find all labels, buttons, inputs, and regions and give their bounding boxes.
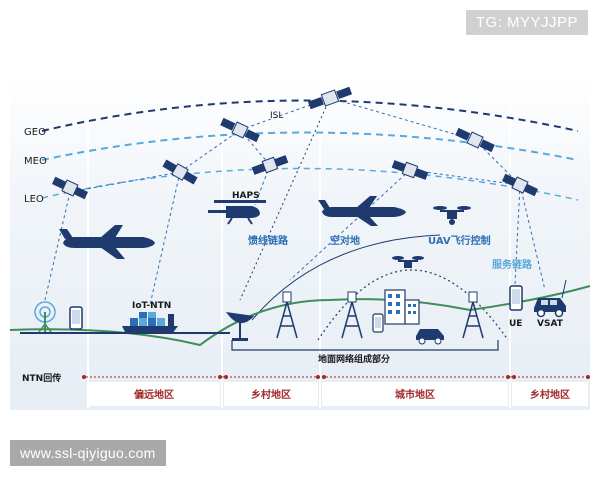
region-label-rural-1: 乡村地区 [251,388,291,401]
air-ground-link [251,234,441,321]
region-bar-markers [82,375,590,379]
airplane-icon [59,225,155,259]
satellite-icon [501,173,539,197]
link-geo-meo2 [329,97,476,141]
satellite-icon [391,160,429,180]
haps-label: HAPS [232,191,260,201]
iot-ntn-label: IoT-NTN [132,301,171,311]
geo-label: GEO [24,127,46,138]
region-box-rural-1 [224,382,318,406]
leo-orbit [41,167,579,201]
link-leo4-leo5 [409,169,521,186]
region-box-urban [322,382,508,406]
satellite-icon [251,155,289,175]
haps-drone-icon [208,200,266,225]
feeder-link-label: 馈线链路 [247,234,289,247]
watermark-top: TG: MYYJJPP [465,10,588,35]
isl-label: ISL [270,111,283,121]
link-leo1-ground [44,191,71,301]
ue-label: UE [509,319,522,329]
region-label-urban: 城市地区 [395,388,435,401]
region-label-remote: 偏远地区 [134,388,174,401]
city-buildings-icon [384,289,420,325]
region-box-rural-2 [512,382,588,406]
container-ship-icon [122,312,178,334]
link-meo2-leo5 [474,139,521,186]
link-leo2-iot [149,171,181,306]
service-link-label: 服务链路 [492,258,533,271]
ground-network-bracket [231,340,499,351]
region-label-rural-2: 乡村地区 [530,388,570,401]
link-leo5-ue [514,184,521,286]
uav-drone-icon [433,206,471,225]
meo-label: MEO [24,156,47,167]
satellite-icon [307,86,353,110]
satellite-icon [455,127,495,153]
geo-orbit [41,99,579,132]
link-meo1-leo3 [239,129,271,166]
car-icon [416,329,444,345]
cell-tower-icon [341,291,363,339]
air-to-ground-label: 空对地 [330,234,360,247]
link-leo2-meo1 [179,129,241,173]
meo-orbit [41,131,579,161]
leo-label: LEO [24,194,44,205]
vsat-label: VSAT [537,319,564,329]
phone-icon [372,313,384,333]
cell-tower-icon [462,291,484,339]
cell-tower-icon [276,291,298,339]
ue-phone-icon [509,285,523,311]
ntn-backhaul-label: NTN回传 [22,372,61,384]
link-geo-dish [239,97,331,301]
satellite-icon [51,176,89,200]
watermark-bottom: www.ssl-qiyiguo.com [10,440,166,466]
uav-drone-icon [392,256,424,268]
satellite-dish-icon [226,312,254,341]
vsat-vehicle-icon [534,279,567,318]
airplane-icon [318,196,406,226]
region-box-remote [88,382,220,406]
phone-icon [69,306,83,330]
ground-network-label: 地面网络组成部分 [318,353,390,365]
link-leo1-leo2 [69,171,181,193]
uav-control-label: UAV飞行控制 [428,234,491,247]
antenna-icon [34,301,56,333]
satellite-icon [220,117,260,143]
satellite-icon [162,159,198,185]
